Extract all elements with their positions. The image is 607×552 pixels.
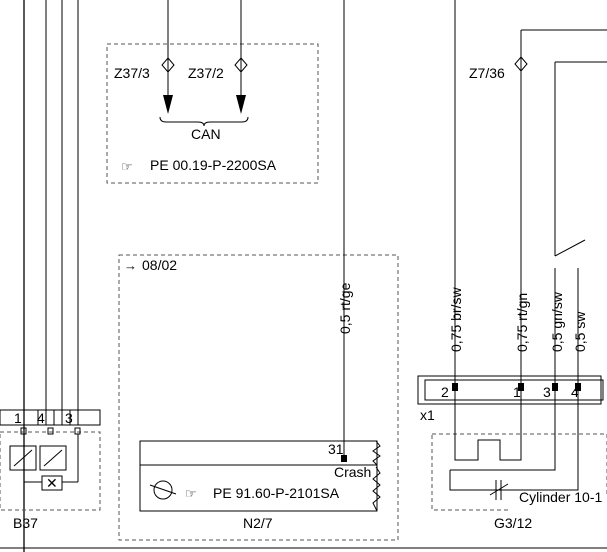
n27-date-arrow: → — [124, 258, 137, 273]
b37-name: B37 — [13, 515, 38, 531]
n27-date-ref: 08/02 — [142, 257, 177, 273]
x1-pin-3: 3 — [543, 384, 551, 400]
x1-wire-label-2: 0,75 rt/gn — [514, 293, 530, 352]
x1-connector: 2 1 3 4 x1 — [417, 375, 604, 423]
can-bracket — [159, 116, 249, 127]
can-diamond-left — [161, 57, 175, 73]
can-diamond-right — [234, 57, 248, 73]
switch-lever — [554, 239, 586, 257]
can-block: Z37/3 Z37/2 CAN ☞ PE 00.19-P-2200SA — [106, 0, 319, 184]
g312-name: G3/12 — [494, 515, 532, 531]
x1-pin-1: 1 — [513, 384, 521, 400]
z7-feed: Z7/36 — [454, 0, 607, 490]
n27-zigzag-top — [372, 440, 381, 466]
can-arrow-left — [163, 95, 173, 114]
z7-pin: Z7/36 — [469, 65, 505, 81]
g312-component-label: Cylinder 10-1 — [519, 489, 602, 505]
b37-pin-1: 1 — [14, 410, 22, 426]
can-arrow-right — [236, 95, 246, 114]
b37-cross-icon: ✕ — [46, 475, 58, 491]
x1-wire-label-4: 0,5 sw — [572, 311, 588, 352]
n27-sensor-icon — [153, 480, 173, 500]
can-bus-label: CAN — [191, 126, 221, 142]
can-pin-right: Z37/2 — [188, 65, 224, 81]
n27-wire-label: 0,5 rt/ge — [337, 282, 353, 334]
n27-name: N2/7 — [243, 515, 273, 531]
n27-ref-icon: ☞ — [185, 486, 197, 501]
x1-wire-label-3: 0,5 gn/sw — [549, 291, 565, 352]
x1-pin-2: 2 — [441, 384, 449, 400]
can-ref-text: PE 00.19-P-2200SA — [150, 157, 277, 173]
n27-pin: 31 — [328, 441, 344, 457]
can-ref-icon: ☞ — [121, 159, 133, 174]
x1-name: x1 — [420, 407, 435, 423]
can-pin-left: Z37/3 — [114, 65, 150, 81]
n27-ref-text: PE 91.60-P-2101SA — [213, 485, 340, 501]
x1-pin-4: 4 — [571, 384, 579, 400]
g312-block: Cylinder 10-1 G3/12 — [431, 404, 607, 531]
n27-block: → 08/02 0,5 rt/ge 31 Crash ☞ PE 91.60-P-… — [118, 0, 399, 541]
b37-connector: 1 4 3 — [0, 409, 101, 426]
z7-diamond — [514, 56, 528, 72]
b37-pin-4: 4 — [37, 410, 45, 426]
n27-zigzag-bottom — [372, 466, 381, 512]
n27-signal-label: Crash — [334, 464, 371, 480]
b37-pin-3: 3 — [65, 410, 73, 426]
x1-wire-label-1: 0,75 br/sw — [448, 287, 464, 352]
b37-component: ✕ B37 — [0, 427, 101, 531]
